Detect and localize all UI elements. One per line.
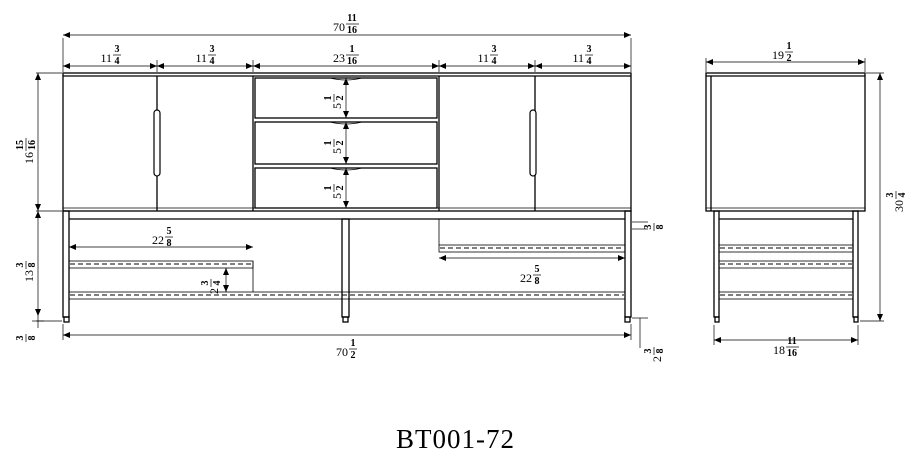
svg-text:16: 16 xyxy=(347,56,357,67)
svg-text:16: 16 xyxy=(347,25,357,36)
svg-text:5: 5 xyxy=(167,226,172,237)
dim-overall-bottom: 70 1 2 xyxy=(336,338,357,361)
svg-text:1: 1 xyxy=(787,41,792,52)
dim-base-height: 13 3 8 xyxy=(15,261,38,282)
right-shelf xyxy=(438,244,626,253)
svg-text:1: 1 xyxy=(323,141,334,146)
svg-text:2: 2 xyxy=(207,288,221,294)
bottom-shelf xyxy=(68,291,626,300)
svg-text:5: 5 xyxy=(330,103,344,109)
base-frame-left-leg xyxy=(62,210,70,318)
svg-text:4: 4 xyxy=(492,56,497,67)
side-cabinet xyxy=(705,72,866,212)
dim-center: 23 1 16 xyxy=(333,44,359,67)
svg-text:4: 4 xyxy=(897,193,908,198)
svg-text:15: 15 xyxy=(15,140,26,150)
dim-section-5: 11 3 4 xyxy=(572,44,593,67)
svg-text:16: 16 xyxy=(27,140,38,150)
dim-left-shelf: 22 5 8 xyxy=(152,226,173,249)
svg-text:3: 3 xyxy=(15,263,26,268)
side-view xyxy=(705,58,884,345)
door-handle-left xyxy=(153,109,161,177)
svg-text:8: 8 xyxy=(27,263,38,268)
dim-overall-width: 70 11 16 xyxy=(333,13,359,36)
svg-text:8: 8 xyxy=(27,336,38,341)
svg-text:23: 23 xyxy=(333,51,345,65)
svg-text:8: 8 xyxy=(655,225,666,230)
base-frame-right-leg xyxy=(624,210,632,318)
svg-text:2: 2 xyxy=(351,350,356,361)
dim-drawer-3: 5 1 2 xyxy=(323,184,346,199)
dim-drawer-1: 5 1 2 xyxy=(323,94,346,109)
svg-text:22: 22 xyxy=(520,271,532,285)
svg-text:4: 4 xyxy=(212,281,223,286)
model-title: BT001-72 xyxy=(396,424,515,454)
svg-text:5: 5 xyxy=(330,148,344,154)
front-view xyxy=(32,32,648,348)
svg-text:16: 16 xyxy=(787,348,797,359)
dim-side-depth-bottom: 18 11 16 xyxy=(773,336,799,359)
dim-section-2: 11 3 4 xyxy=(195,44,216,67)
svg-text:11: 11 xyxy=(347,13,356,24)
svg-text:11: 11 xyxy=(195,51,207,65)
svg-text:2: 2 xyxy=(335,186,346,191)
svg-text:5: 5 xyxy=(330,193,344,199)
dim-drawer-2: 5 1 2 xyxy=(323,139,346,154)
svg-text:13: 13 xyxy=(22,270,36,282)
dim-right-shelf: 22 5 8 xyxy=(520,264,541,287)
svg-text:3: 3 xyxy=(885,193,896,198)
dim-cabinet-height: 16 15 16 xyxy=(15,138,38,164)
svg-text:19: 19 xyxy=(772,48,784,62)
dimension-labels: 70 11 16 11 3 4 11 3 4 23 1 16 11 3 4 xyxy=(15,13,908,362)
svg-text:1: 1 xyxy=(351,338,356,349)
svg-text:11: 11 xyxy=(100,51,112,65)
svg-text:4: 4 xyxy=(587,56,592,67)
svg-text:2: 2 xyxy=(650,356,664,362)
svg-text:11: 11 xyxy=(477,51,489,65)
door-handle-right xyxy=(529,109,537,177)
svg-text:4: 4 xyxy=(210,56,215,67)
dim-foot-height: 3 8 xyxy=(15,334,38,342)
dim-side-depth-top: 19 1 2 xyxy=(772,41,793,64)
svg-text:3: 3 xyxy=(115,44,120,55)
svg-text:16: 16 xyxy=(22,152,36,164)
svg-text:70: 70 xyxy=(333,20,345,34)
svg-text:22: 22 xyxy=(152,233,164,247)
svg-text:8: 8 xyxy=(167,238,172,249)
left-shelf xyxy=(68,260,254,269)
svg-text:2: 2 xyxy=(787,53,792,64)
svg-text:18: 18 xyxy=(773,343,785,357)
svg-text:1: 1 xyxy=(323,186,334,191)
dim-section-1: 11 3 4 xyxy=(100,44,121,67)
svg-text:3: 3 xyxy=(643,225,654,230)
cabinet-body xyxy=(62,72,632,212)
dim-side-total-height: 30 3 4 xyxy=(885,191,908,212)
base-frame-center-leg xyxy=(341,218,350,318)
svg-text:3: 3 xyxy=(210,44,215,55)
svg-text:8: 8 xyxy=(535,276,540,287)
svg-text:3: 3 xyxy=(15,336,26,341)
svg-text:3: 3 xyxy=(643,349,654,354)
svg-text:3: 3 xyxy=(200,281,211,286)
dim-shelf-thickness: 3 8 xyxy=(643,223,666,231)
svg-text:1: 1 xyxy=(323,96,334,101)
svg-text:8: 8 xyxy=(655,349,666,354)
svg-text:30: 30 xyxy=(892,200,906,212)
dim-section-4: 11 3 4 xyxy=(477,44,498,67)
dim-foot-offset: 2 3 8 xyxy=(643,347,666,362)
svg-text:70: 70 xyxy=(336,345,348,359)
svg-text:3: 3 xyxy=(492,44,497,55)
svg-text:3: 3 xyxy=(587,44,592,55)
dim-shelf-gap: 2 3 4 xyxy=(200,279,223,294)
svg-text:11: 11 xyxy=(572,51,584,65)
svg-text:11: 11 xyxy=(787,336,796,347)
svg-text:5: 5 xyxy=(535,264,540,275)
svg-text:2: 2 xyxy=(335,96,346,101)
svg-text:2: 2 xyxy=(335,141,346,146)
svg-text:4: 4 xyxy=(115,56,120,67)
svg-text:1: 1 xyxy=(350,44,355,55)
